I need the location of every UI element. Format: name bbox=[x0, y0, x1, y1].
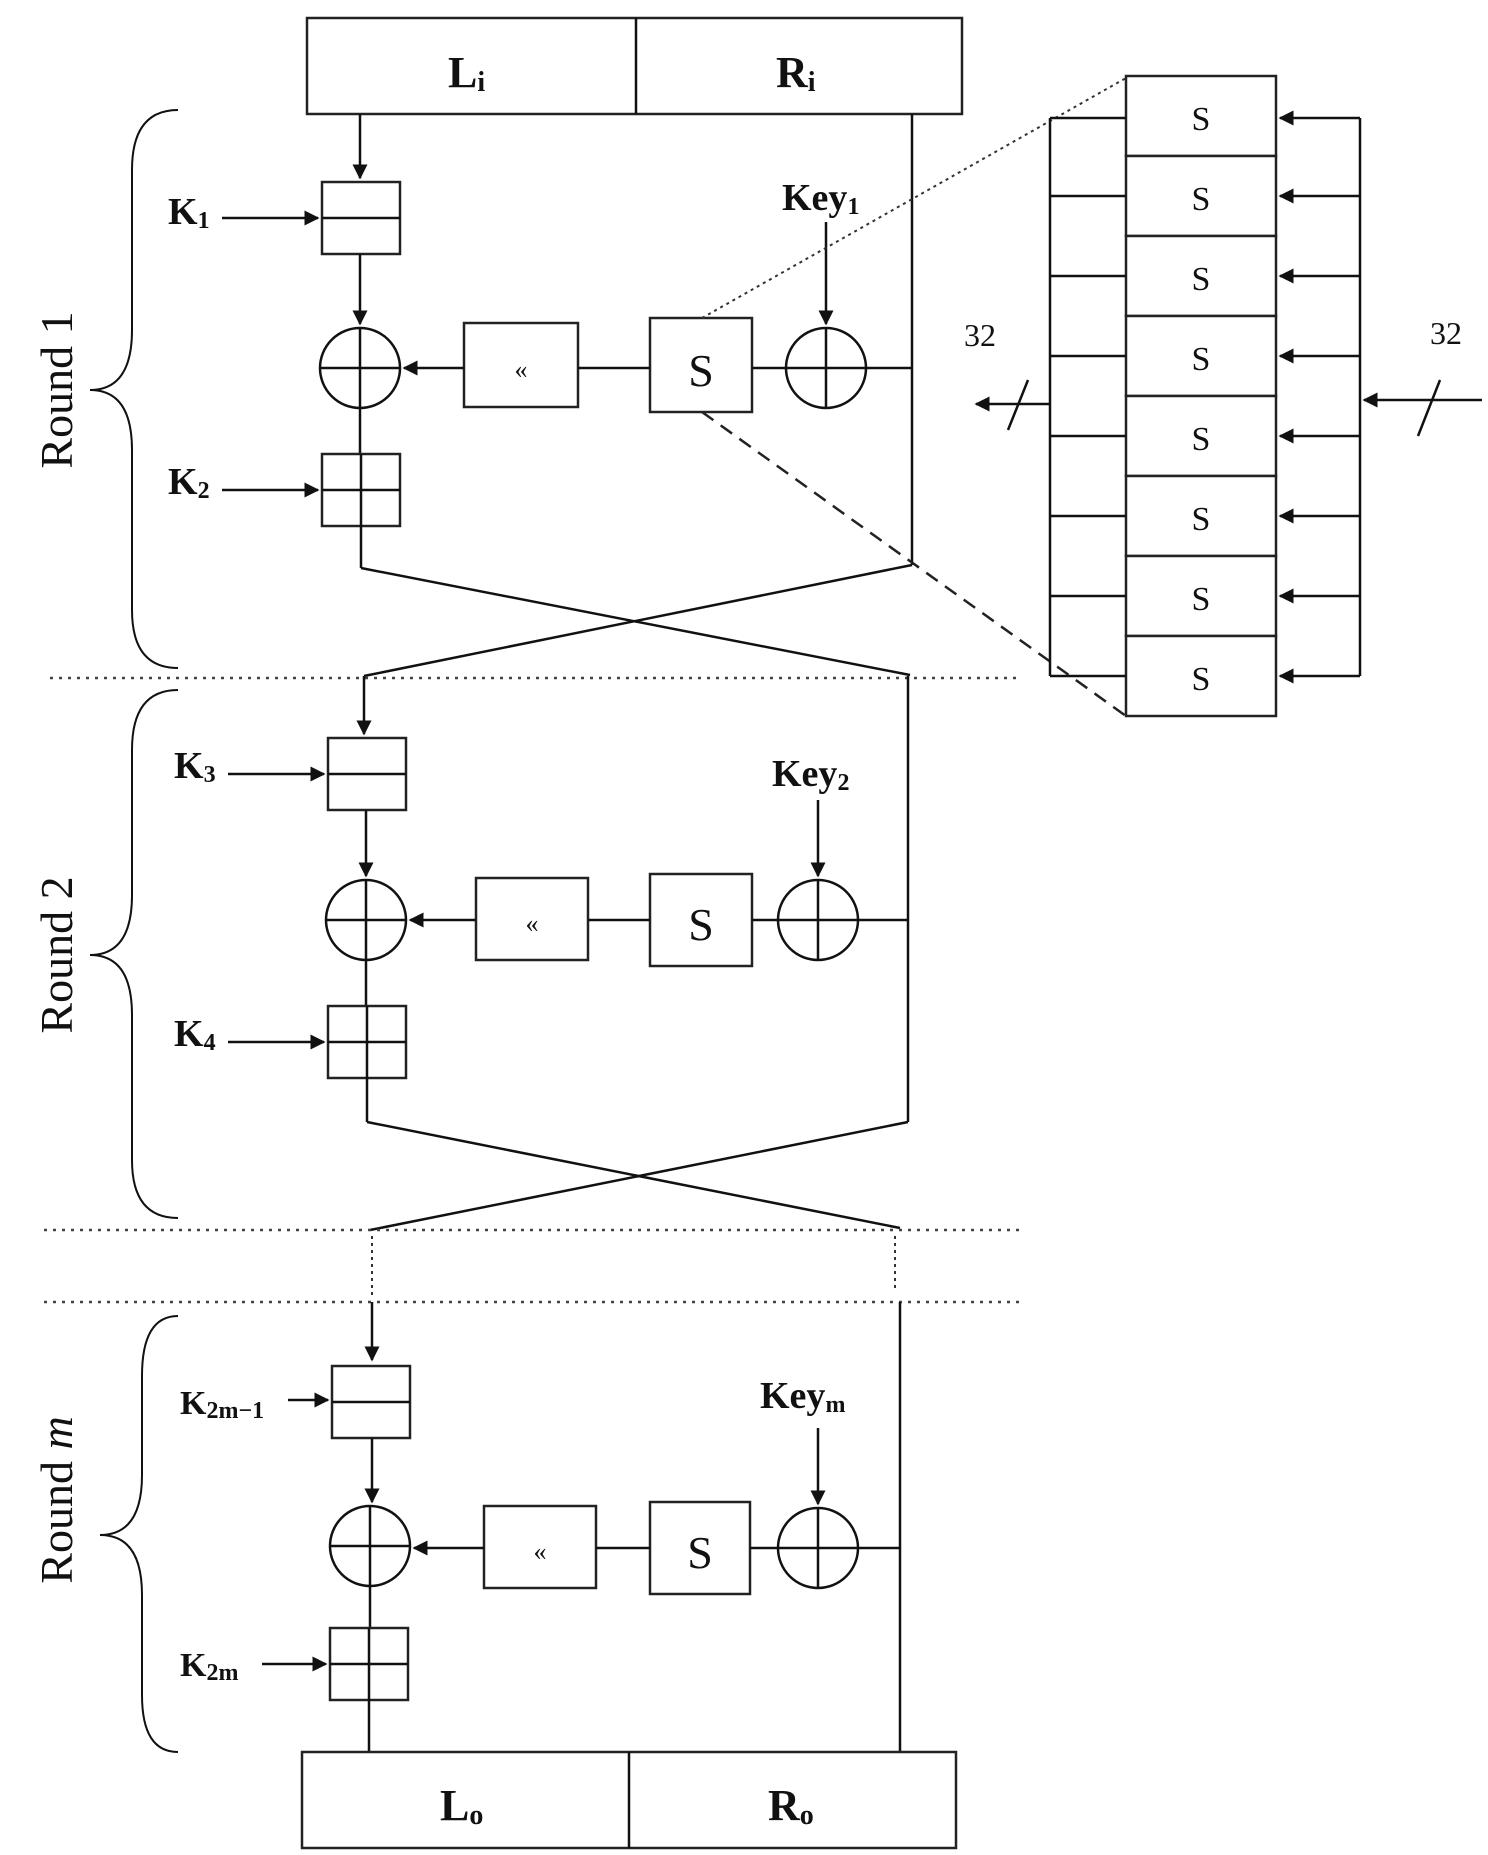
input-left-label: Li bbox=[448, 48, 485, 98]
output-left-label: Lo bbox=[440, 1781, 483, 1831]
xor-icon bbox=[776, 878, 860, 962]
subkey-label: K2 bbox=[168, 461, 210, 504]
s-box-label: S bbox=[688, 899, 714, 950]
shift-symbol: « bbox=[526, 909, 539, 938]
round-label: Round m bbox=[31, 1416, 82, 1583]
s-box-cell-label: S bbox=[1192, 501, 1211, 538]
s-box-cell bbox=[1124, 154, 1278, 238]
input-right-label: Ri bbox=[776, 48, 816, 98]
s-box-cell bbox=[1124, 74, 1278, 158]
s-box-cell bbox=[1124, 554, 1278, 638]
s-box-cell-label: S bbox=[1192, 101, 1211, 138]
output-right-label: Ro bbox=[768, 1781, 814, 1831]
s-box-label: S bbox=[687, 1527, 713, 1578]
subkey-label: K2m bbox=[180, 1647, 238, 1686]
s-box-cell-label: S bbox=[1192, 581, 1211, 618]
s-box-cell-column: S S S S S S S S bbox=[1124, 74, 1278, 718]
rotate-shift-box bbox=[482, 1504, 598, 1590]
s-box bbox=[648, 316, 754, 414]
shift-symbol: « bbox=[515, 355, 528, 384]
round-brace bbox=[89, 689, 179, 1219]
round-2: Round 2 K3 K4 « S Key2 bbox=[31, 676, 910, 1232]
s-box-cell-label: S bbox=[1192, 341, 1211, 378]
round-key-label: Key1 bbox=[782, 177, 859, 220]
s-box-cell-label: S bbox=[1192, 261, 1211, 298]
s-box-cell-label: S bbox=[1192, 421, 1211, 458]
xor-icon bbox=[784, 326, 868, 410]
xor-icon bbox=[318, 326, 402, 410]
rotate-shift-box bbox=[474, 876, 590, 962]
subkey-label: K1 bbox=[168, 191, 210, 234]
xor-icon bbox=[776, 1506, 860, 1590]
round-key-label: Keym bbox=[760, 1375, 845, 1418]
s-box-cell bbox=[1124, 634, 1278, 718]
round-key-label: Key2 bbox=[772, 753, 849, 796]
subkey-label: K3 bbox=[174, 745, 216, 788]
s-box-detail: S S S S S S S S 32 32 bbox=[701, 74, 1482, 718]
input-width-label: 32 bbox=[1430, 315, 1462, 351]
output-width-label: 32 bbox=[964, 317, 996, 353]
input-block: Li Ri bbox=[305, 16, 964, 116]
round-brace bbox=[99, 1315, 179, 1753]
s-box-label: S bbox=[688, 345, 714, 396]
round-brace bbox=[89, 109, 179, 669]
xor-icon bbox=[328, 1504, 412, 1588]
round-1: Round 1 K1 K2 « S Ke bbox=[31, 109, 914, 678]
s-box-cell bbox=[1124, 474, 1278, 558]
output-block: Lo Ro bbox=[300, 1750, 958, 1850]
s-box-cell-label: S bbox=[1192, 181, 1211, 218]
round-m: Round m K2m−1 K2m « S Keym bbox=[31, 1302, 902, 1753]
shift-symbol: « bbox=[534, 1537, 547, 1566]
round-label: Round 1 bbox=[31, 311, 82, 468]
s-box-cell-label: S bbox=[1192, 661, 1211, 698]
rotate-shift-box bbox=[462, 321, 580, 409]
input-register bbox=[305, 16, 964, 116]
s-box bbox=[648, 872, 754, 968]
subkey-label: K4 bbox=[174, 1013, 216, 1056]
round-label: Round 2 bbox=[31, 876, 82, 1033]
subkey-label: K2m−1 bbox=[180, 1385, 264, 1424]
s-box-cell bbox=[1124, 314, 1278, 398]
xor-icon bbox=[324, 878, 408, 962]
